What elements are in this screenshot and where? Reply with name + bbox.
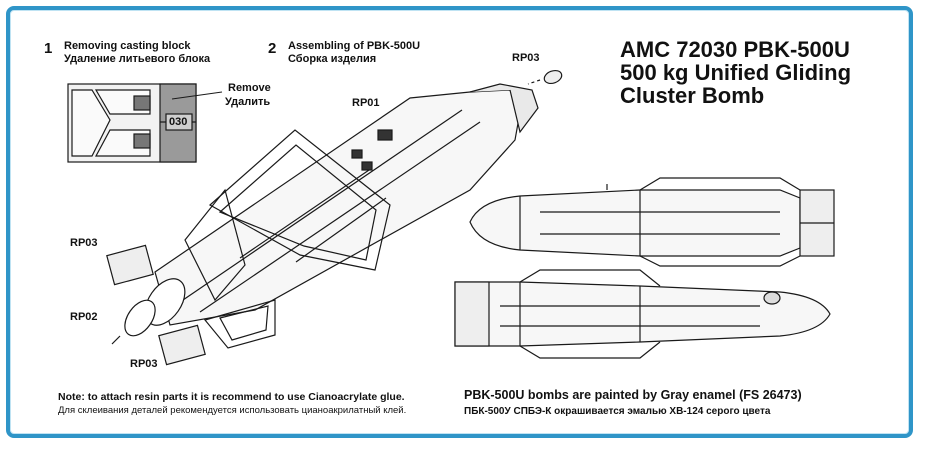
paint-note-en: PBK-500U bombs are painted by Gray ename…	[464, 388, 802, 402]
part-label-rp03-nose: RP03	[512, 52, 540, 64]
main-title-line1: AMC 72030 PBK-500U	[620, 37, 850, 62]
side-view-top-drawing	[469, 177, 835, 267]
part-label-rp02: RP02	[70, 311, 98, 323]
step-1-title-ru: Удаление литьевого блока	[64, 53, 211, 65]
remove-label-ru: Удалить	[225, 96, 271, 108]
part-label-rp03-lower: RP03	[130, 358, 158, 370]
part-label-rp03-upper: RP03	[70, 237, 98, 249]
glue-note-ru: Для склеивания деталей рекомендуется исп…	[58, 405, 407, 416]
part-number: 030	[169, 116, 188, 128]
remove-label-en: Remove	[228, 82, 271, 94]
casting-block-drawing	[67, 83, 223, 163]
paint-note-ru: ПБК-500У СПБЭ-К окрашивается эмалью ХВ-1…	[464, 406, 771, 417]
main-title-line3: Cluster Bomb	[620, 83, 765, 108]
main-title-line2: 500 kg Unified Gliding	[620, 60, 852, 85]
step-2-title-en: Assembling of PBK-500U	[288, 40, 421, 52]
step-2-title-ru: Сборка изделия	[288, 53, 377, 65]
step-1-title-en: Removing casting block	[64, 40, 191, 52]
side-view-bottom-drawing	[454, 269, 831, 359]
step-2-number: 2	[268, 40, 277, 57]
part-label-rp01: RP01	[352, 97, 380, 109]
glue-note-en: Note: to attach resin parts it is recomm…	[58, 391, 405, 403]
bomb-assembly-drawing	[106, 69, 563, 366]
step-1-number: 1	[44, 40, 53, 57]
